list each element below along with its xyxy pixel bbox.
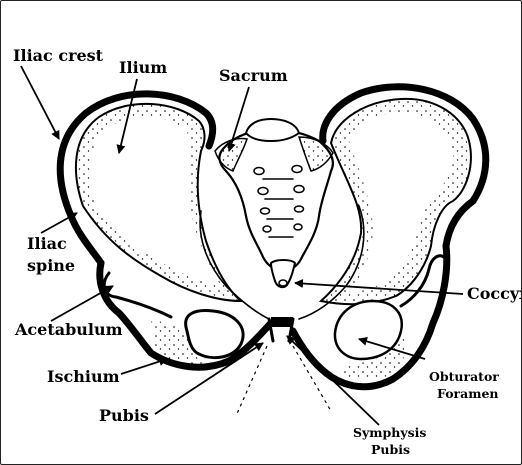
sacrum-bone (215, 119, 333, 287)
leader-acetabulum (51, 286, 113, 321)
coccyx-tip (279, 280, 287, 286)
label-symphysis-line1: Symphysis (353, 425, 426, 440)
label-symphysis-line2: Pubis (371, 442, 410, 457)
label-ilium: Ilium (119, 58, 167, 77)
label-iliac-spine-line1: Iliac (27, 234, 67, 253)
leader-iliac-crest (21, 66, 59, 139)
label-obturator-line1: Obturator (429, 369, 499, 384)
label-pubis: Pubis (99, 406, 149, 425)
sacrum-promontory (246, 119, 299, 141)
leader-ischium (121, 359, 167, 374)
label-coccyx: Coccyx (467, 284, 521, 303)
right-iliac-spine-outline (446, 201, 473, 246)
label-sacrum: Sacrum (219, 66, 288, 85)
label-obturator-line2: Foramen (437, 386, 498, 401)
label-iliac-spine-line2: spine (27, 256, 75, 275)
label-iliac-crest: Iliac crest (13, 46, 104, 65)
label-acetabulum: Acetabulum (14, 320, 123, 339)
symphysis-cartilage (271, 317, 293, 327)
label-ischium: Ischium (47, 367, 120, 386)
right-hip-bone (293, 87, 486, 387)
